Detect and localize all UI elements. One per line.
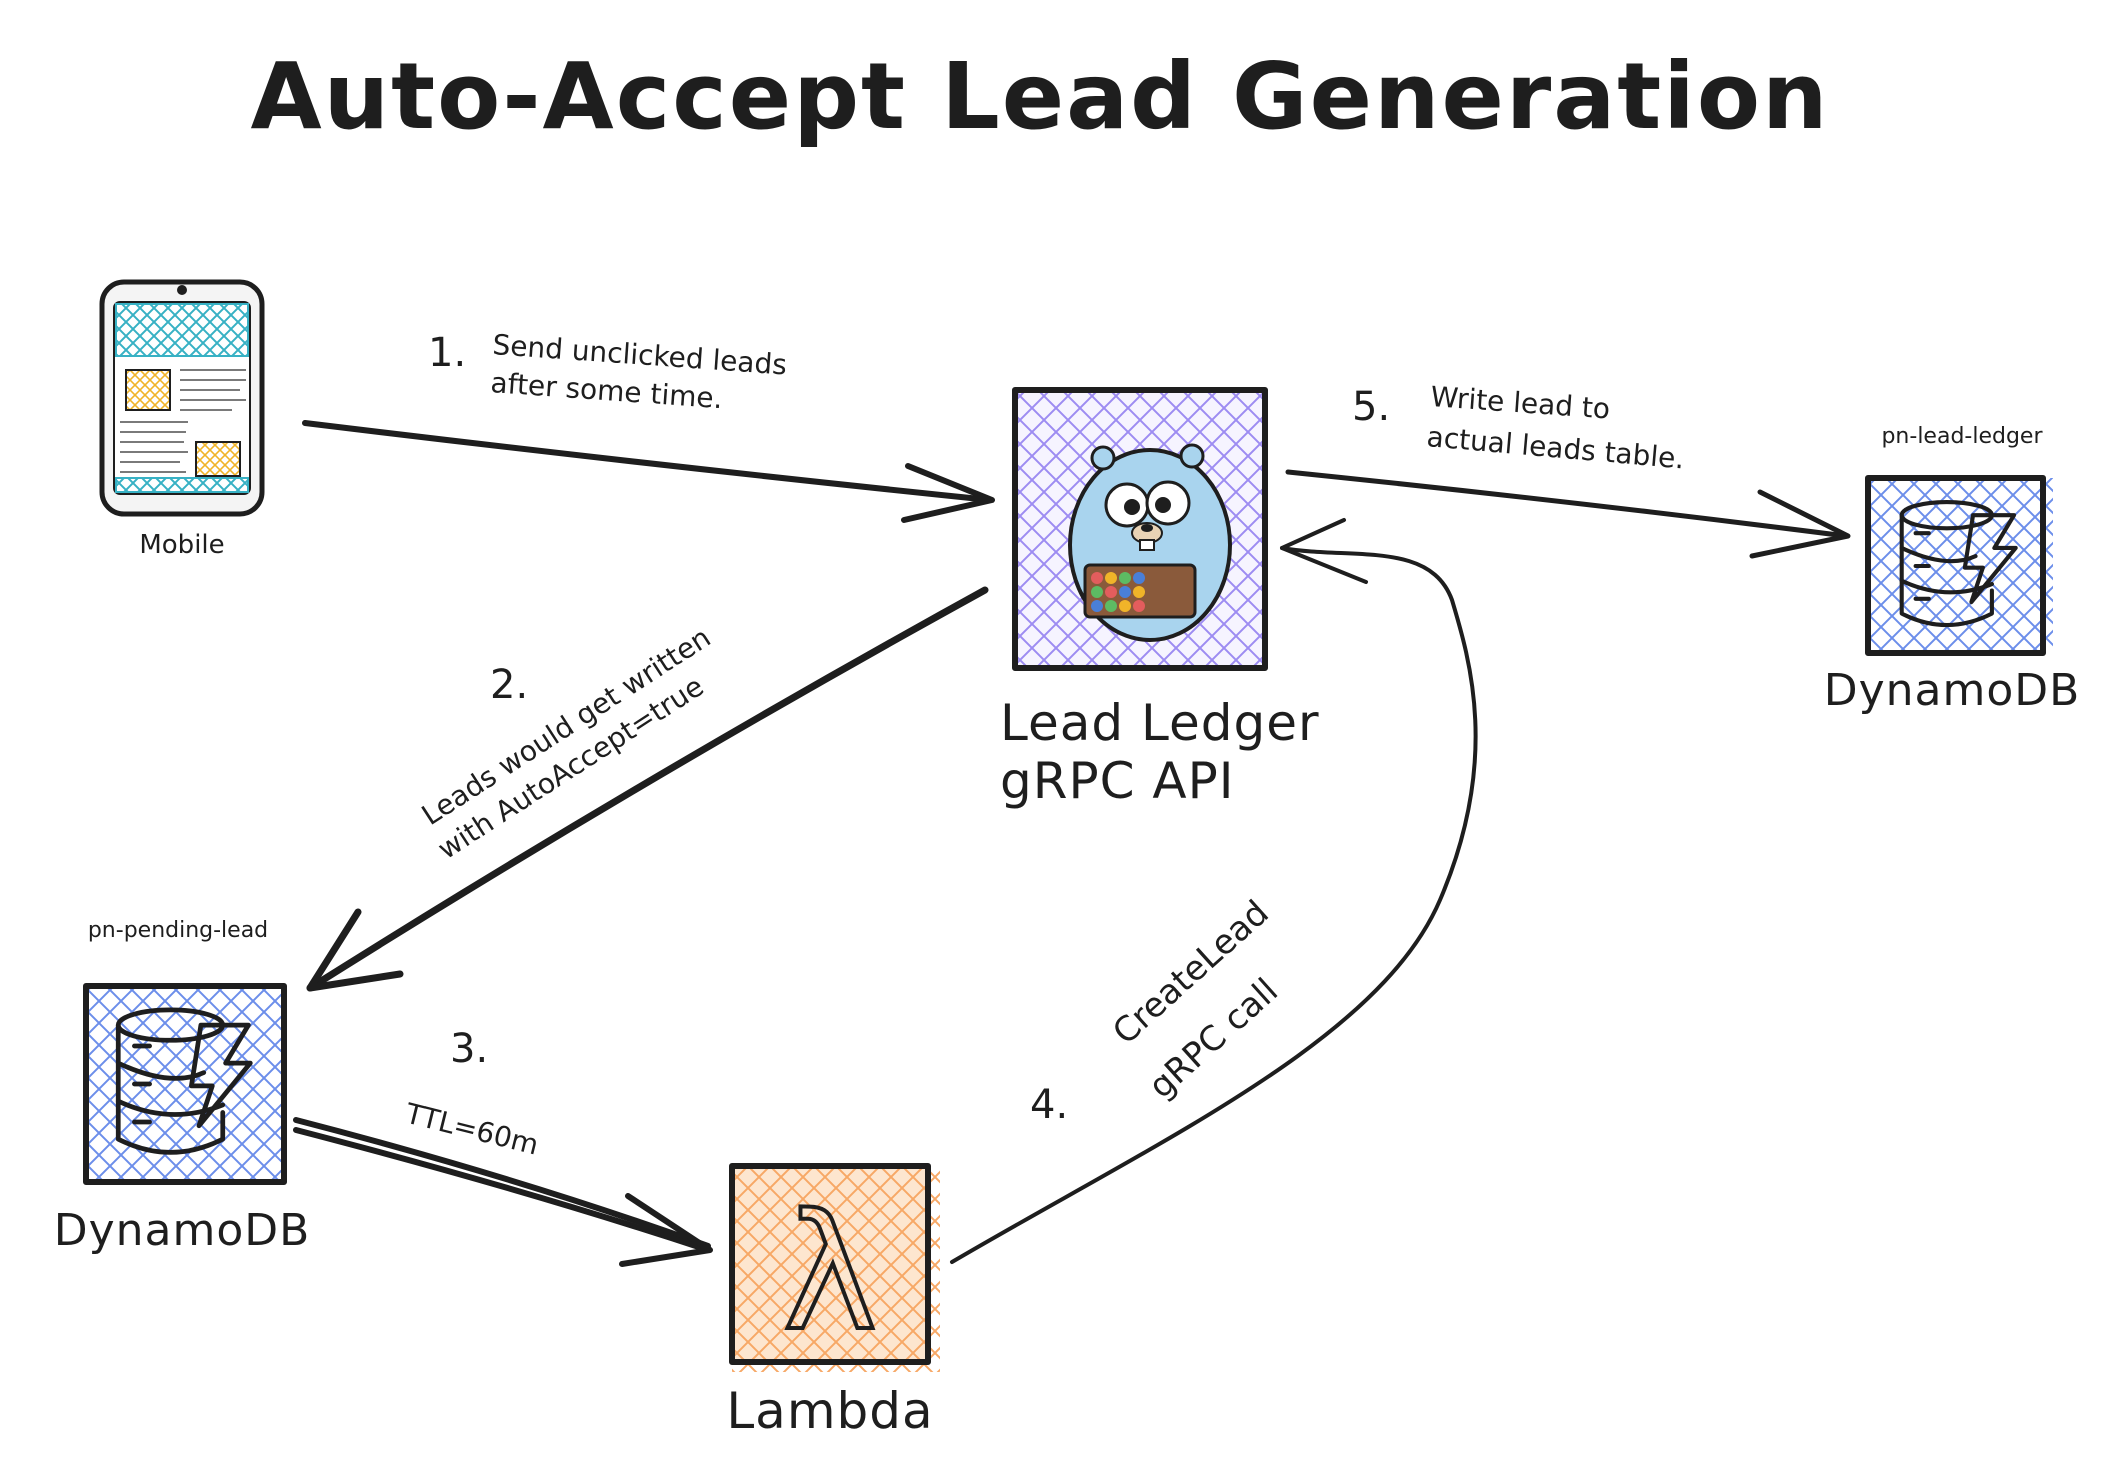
step-4-number: 4. <box>1030 1082 1068 1128</box>
arrow-grpc-to-pending-dynamodb <box>306 586 989 992</box>
step-1-annotation: 1. Send unclicked leads after some time. <box>428 328 788 415</box>
arrow-mobile-to-grpc <box>302 420 995 523</box>
arrow-lambda-to-grpc <box>950 518 1478 1264</box>
dynamodb-database-icon <box>115 1007 253 1155</box>
mobile-node: Mobile <box>99 279 265 560</box>
step-5-number: 5. <box>1352 384 1390 430</box>
lambda-node: λ Lambda <box>726 1163 940 1440</box>
gopher-mascot-icon <box>1068 443 1232 642</box>
step-5-text-line1: Write lead to <box>1430 380 1612 425</box>
lambda-symbol-icon: λ <box>783 1179 878 1366</box>
lambda-label: Lambda <box>726 1382 933 1440</box>
step-3-annotation: 3. TTL=60m <box>401 1026 542 1162</box>
step-1-number: 1. <box>428 330 466 376</box>
dynamodb-database-icon <box>1899 499 2018 628</box>
lead-ledger-table-name: pn-lead-ledger <box>1881 424 2043 449</box>
step-2-text-line1: Leads would get written <box>416 621 717 832</box>
grpc-api-label-line2: gRPC API <box>1000 752 1235 810</box>
dynamodb-lead-ledger-node: pn-lead-ledger DynamoDB <box>1824 424 2081 716</box>
step-5-text-line2: actual leads table. <box>1425 420 1685 475</box>
grpc-api-label-line1: Lead Ledger <box>1000 694 1320 752</box>
diagram-title: Auto-Accept Lead Generation <box>250 43 1829 150</box>
arrow-pending-dynamodb-to-lambda <box>293 1117 713 1267</box>
step-2-number: 2. <box>490 662 528 708</box>
step-5-annotation: 5. Write lead to actual leads table. <box>1352 380 1686 475</box>
grpc-api-node: Lead Ledger gRPC API <box>1000 387 1320 810</box>
pending-lead-table-name: pn-pending-lead <box>88 918 268 943</box>
mobile-phone-icon <box>99 279 265 517</box>
mobile-label: Mobile <box>139 530 224 560</box>
pending-lead-dynamodb-label: DynamoDB <box>54 1205 311 1256</box>
step-4-annotation: 4. CreateLead gRPC call <box>1030 893 1286 1128</box>
arrow-grpc-to-lead-ledger <box>1285 469 1851 559</box>
lead-ledger-dynamodb-label: DynamoDB <box>1824 665 2081 716</box>
step-3-number: 3. <box>450 1026 488 1072</box>
dynamodb-pending-lead-node: pn-pending-lead DynamoDB <box>54 918 311 1256</box>
